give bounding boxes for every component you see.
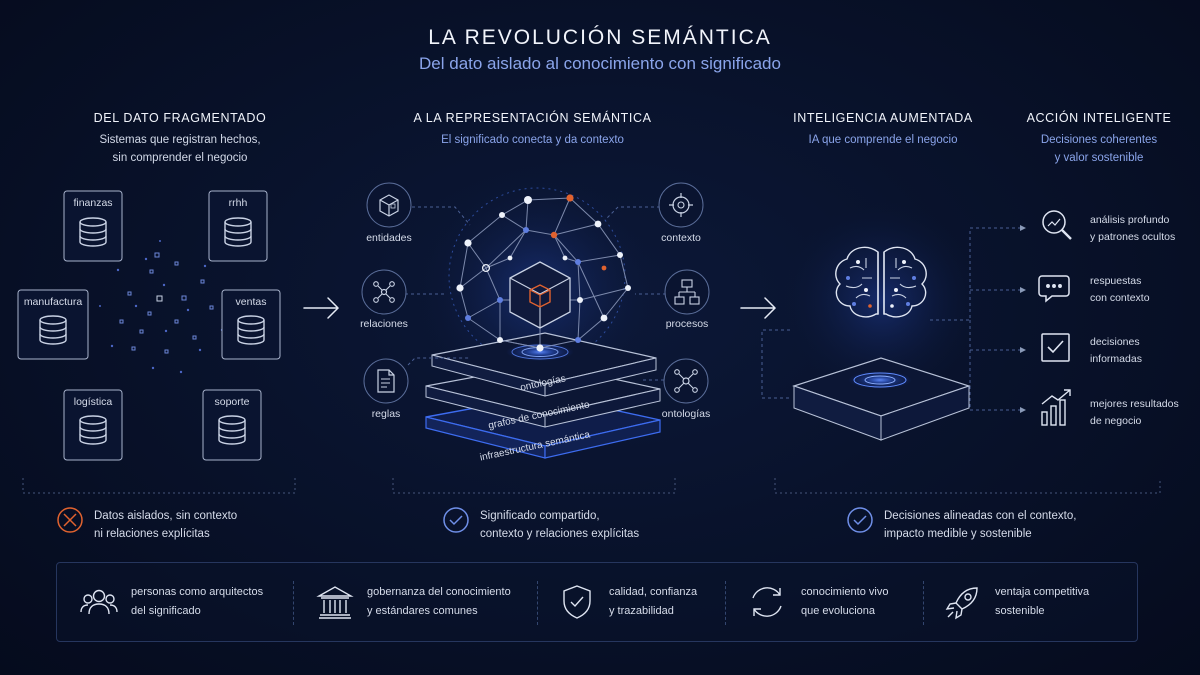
ontologias-icon — [663, 358, 709, 404]
silo-label-manufactura: manufactura — [23, 296, 83, 308]
outcome-arrowheads — [1020, 225, 1026, 413]
arrow-right-icon — [303, 297, 340, 319]
section-title-action: ACCIÓN INTELIGENTE — [1026, 111, 1172, 125]
semantic-connectors — [405, 206, 666, 381]
database-icon — [79, 217, 107, 247]
database-icon — [224, 217, 252, 247]
page-subtitle: Del dato aislado al conocimiento con sig… — [419, 54, 781, 73]
checkbox-icon — [1041, 333, 1070, 362]
semantic-label-ontologias: ontologías — [661, 408, 711, 420]
silo-card-logistica — [63, 389, 123, 461]
magnifier-chart-icon — [1042, 210, 1072, 240]
institution-icon — [316, 586, 354, 619]
reglas-icon — [363, 358, 409, 404]
database-icon — [237, 315, 265, 345]
silo-label-logistica: logística — [73, 396, 113, 408]
cycle-icon — [752, 587, 782, 617]
shield-check-icon — [563, 585, 591, 619]
semantic-label-entidades: entidades — [366, 232, 412, 244]
silo-label-rrhh: rrhh — [228, 197, 248, 209]
entidades-icon — [366, 182, 412, 228]
outcome-connectors — [761, 227, 1020, 411]
database-icon — [79, 415, 107, 445]
cube-icon — [509, 261, 571, 329]
semantic-label-relaciones: relaciones — [360, 318, 408, 330]
silo-label-soporte: soporte — [214, 396, 250, 408]
section-subtitle-intelligence: IA que comprende el negocio — [808, 134, 958, 146]
semantic-label-procesos: procesos — [665, 318, 709, 330]
relaciones-icon — [361, 269, 407, 315]
growth-chart-icon — [1041, 389, 1071, 426]
silo-card-soporte — [202, 389, 262, 461]
procesos-icon — [664, 269, 710, 315]
silos-scatter — [119, 252, 214, 354]
arrow-right-icon — [740, 297, 777, 319]
section-subtitle-action: Decisiones coherentes y valor sostenible — [1040, 134, 1158, 164]
silos-scatter-dots — [99, 240, 225, 374]
cross-circle-icon — [57, 507, 83, 533]
silo-label-ventas: ventas — [235, 296, 267, 308]
ai-platform-glow — [848, 371, 912, 389]
database-icon — [218, 415, 246, 445]
brain-icon — [835, 246, 927, 318]
semantic-label-contexto: contexto — [661, 232, 701, 244]
section-subtitle-semantic: El significado conecta y da contexto — [441, 134, 624, 146]
section-title-fragmented: DEL DATO FRAGMENTADO — [93, 111, 267, 125]
section-subtitle-fragmented: Sistemas que registran hechos, sin compr… — [99, 134, 261, 164]
brain-nodes — [846, 260, 916, 308]
contexto-icon — [658, 182, 704, 228]
platform-glow — [506, 343, 574, 361]
knowledge-graph-nodes — [456, 194, 631, 352]
semantic-label-reglas: reglas — [371, 408, 401, 420]
section-title-intelligence: INTELIGENCIA AUMENTADA — [793, 111, 973, 125]
check-circle-icon — [443, 507, 469, 533]
chat-bubble-icon — [1038, 275, 1070, 303]
people-icon — [80, 589, 118, 615]
section-title-semantic: A LA REPRESENTACIÓN SEMÁNTICA — [413, 111, 652, 125]
check-circle-icon — [847, 507, 873, 533]
rocket-icon — [945, 587, 978, 620]
conclusion-semantic: Significado compartido,contexto y relaci… — [480, 510, 640, 540]
page-title: LA REVOLUCIÓN SEMÁNTICA — [428, 26, 772, 49]
conclusion-intelligence: Decisiones alineadas con el contexto,imp… — [884, 510, 1077, 540]
section-brackets — [22, 478, 1161, 494]
database-icon — [39, 315, 67, 345]
data-beams — [861, 326, 903, 380]
silo-label-finanzas: finanzas — [73, 197, 113, 209]
